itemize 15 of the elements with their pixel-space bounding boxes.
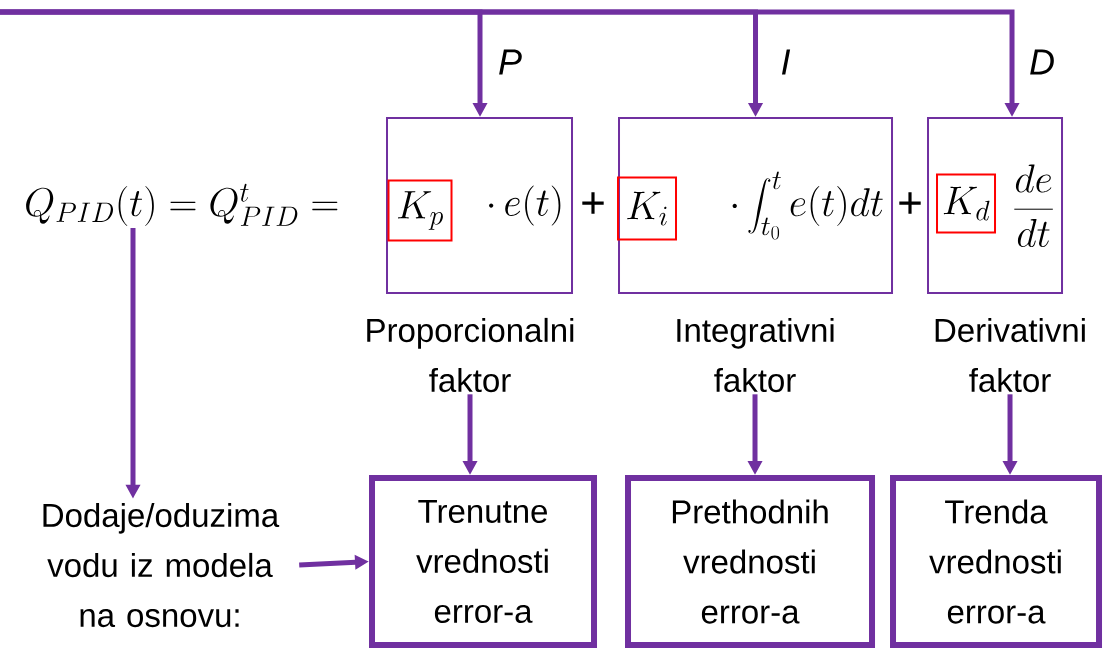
plus-sign: + [582,192,604,214]
coefficient-box: $K_p$ [387,179,453,242]
result-box: Trenda vrednosti error-a [890,475,1102,648]
coefficient-box: $K_i$ [617,176,677,241]
formula-text: $Q_{PID}(t) = Q_{PID}^{t} =$ [26,183,338,226]
edge-label: P [499,49,522,75]
description-text: Derivativni faktor [935,317,1085,393]
description-text: Dodaje/oduzima vodu iz modela na osnovu: [43,502,280,628]
description-text: Integrativni faktor [677,317,834,393]
result-box: Trenutne vrednosti error-a [369,475,597,648]
description-text: Proporcionalni faktor [367,317,574,393]
edge-label: I [781,49,791,75]
coefficient-box: $K_d$ [936,173,996,234]
result-box: Prethodnih vrednosti error-a [625,475,875,648]
edge-label: D [1030,49,1054,75]
